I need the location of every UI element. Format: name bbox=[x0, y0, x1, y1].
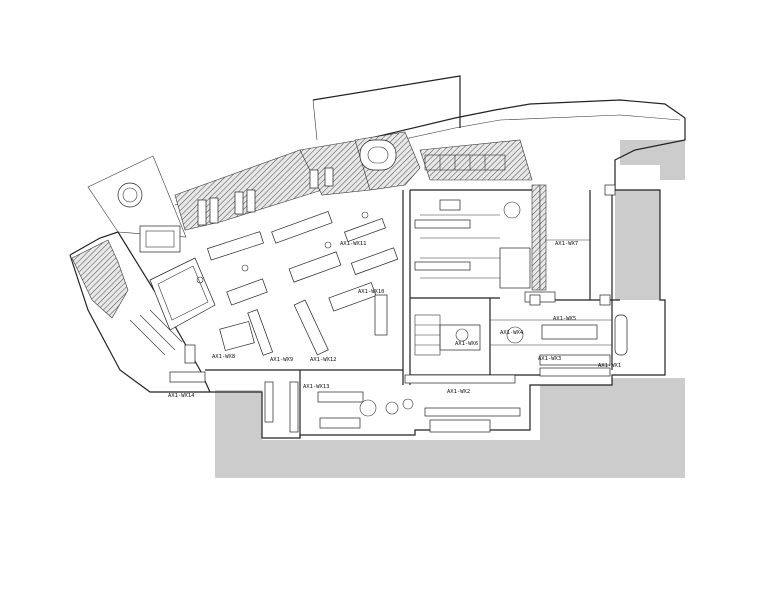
plan-label: AX1-WX11 bbox=[340, 241, 367, 247]
plan-label: AX1-WX2 bbox=[447, 389, 470, 395]
furniture bbox=[117, 139, 628, 433]
plan-label: AX1-WX10 bbox=[358, 289, 385, 295]
plan-label: AX1-WX3 bbox=[538, 356, 561, 362]
plan-label: AX1-WX1 bbox=[598, 363, 621, 369]
plan-label: AX1-WX9 bbox=[270, 357, 293, 363]
stair-fixtures bbox=[129, 154, 616, 356]
plan-label: AX1-WX8 bbox=[212, 354, 235, 360]
plan-label: AX1-WX12 bbox=[310, 357, 337, 363]
room-labels: AX1-WX11 AX1-WX10 AX1-WX12 AX1-WX9 AX1-W… bbox=[168, 241, 621, 399]
interior-walls bbox=[205, 189, 620, 438]
plan-label: AX1-WX13 bbox=[303, 384, 330, 390]
plan-label: AX1-WX4 bbox=[500, 330, 524, 336]
plan-label: AX1-WX14 bbox=[168, 393, 195, 399]
plan-label: AX1-WX5 bbox=[553, 316, 576, 322]
plan-label: AX1-WX7 bbox=[555, 241, 578, 247]
plan-label: AX1-WX6 bbox=[455, 341, 478, 347]
